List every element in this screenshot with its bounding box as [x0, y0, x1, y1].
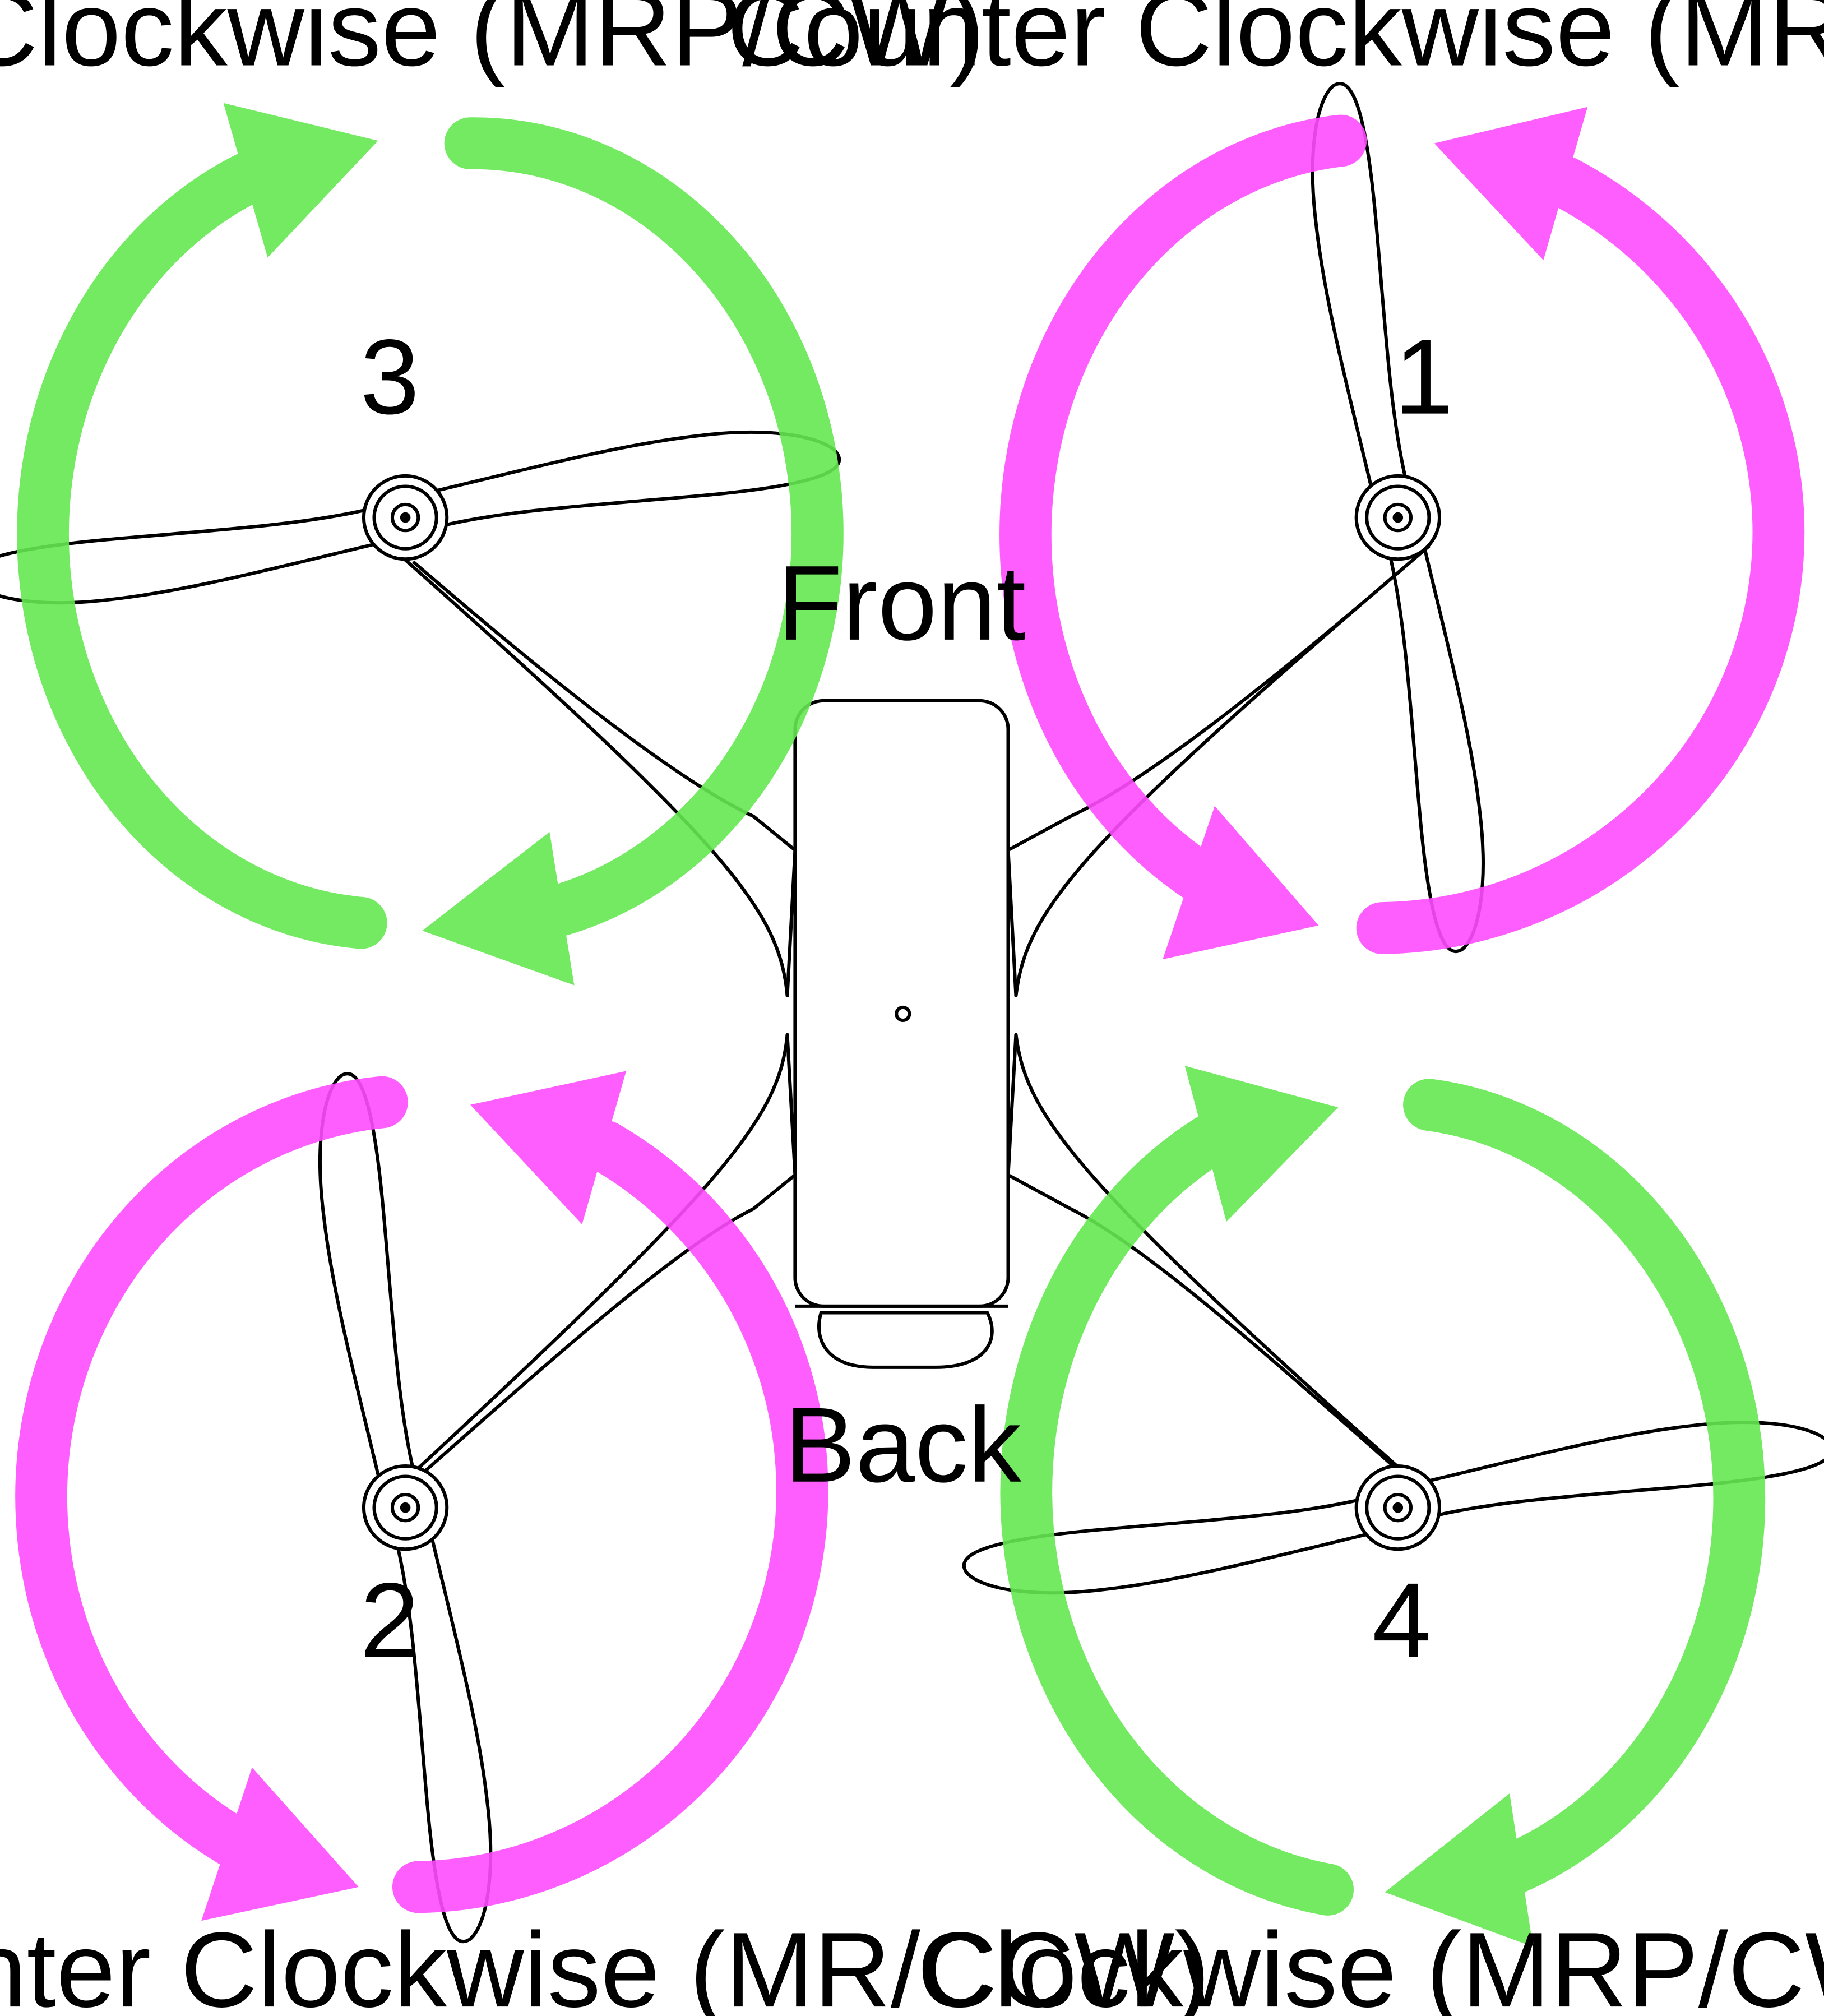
arrow-arc [999, 114, 1367, 905]
arm-back-right [1006, 1033, 1431, 1496]
propeller-front-left [0, 264, 844, 771]
arrow-arc [1403, 1079, 1766, 1898]
propeller-back-right [960, 1254, 1824, 1761]
motor-number-3: 3 [360, 318, 419, 437]
motor-number-1: 1 [1394, 318, 1453, 437]
rotation-arrow-front-right [999, 107, 1805, 960]
arrow-arc [444, 117, 844, 939]
arm-front-left [388, 544, 797, 997]
heading-back-left: Counter Clockwise (MR/CCW) [0, 1911, 1210, 2016]
arrowhead [1434, 107, 1588, 261]
propeller-front-right [1144, 79, 1651, 955]
front-label: Front [777, 544, 1026, 663]
motor-shaft-center [1392, 1502, 1404, 1513]
rotation-arrow-front-left [17, 103, 844, 986]
heading-back-right: Clockwise (MRP/CW) [917, 1911, 1824, 2016]
motor-shaft-center [400, 1502, 411, 1513]
arrowhead [1385, 1793, 1533, 1947]
propeller-back-left [152, 1070, 659, 1946]
arrowhead [470, 1071, 627, 1224]
rotation-arrows [15, 103, 1805, 1947]
arm-back-left [388, 1033, 797, 1496]
arrow-arc [17, 148, 387, 949]
back-label: Back [785, 1386, 1022, 1505]
drone-airframe [0, 79, 1824, 1945]
arrowhead [201, 1767, 359, 1921]
heading-front-left: Clockwise (MRP/CW) [0, 0, 985, 89]
body-sensor-dot [895, 1005, 911, 1023]
arrow-arc [1000, 1109, 1354, 1916]
arm-front-right [1006, 544, 1431, 997]
motor-number-4: 4 [1372, 1561, 1432, 1680]
arrow-arc [1356, 156, 1805, 954]
arrowhead [223, 103, 378, 258]
arrowhead [1184, 1066, 1339, 1222]
drone-body [793, 699, 1010, 1308]
rotation-arrow-back-right [1000, 1066, 1766, 1947]
heading-front-right: Counter Clockwise (MR/CCW) [727, 0, 1824, 89]
motor-shaft-center [1392, 512, 1404, 523]
motor-number-2: 2 [360, 1561, 419, 1680]
rotation-arrow-back-left [15, 1071, 828, 1921]
arrowhead [422, 831, 575, 986]
arrow-arc [15, 1076, 408, 1872]
battery-handle [817, 1311, 994, 1369]
arrow-arc [392, 1120, 828, 1913]
motor-shaft-center [400, 512, 411, 523]
